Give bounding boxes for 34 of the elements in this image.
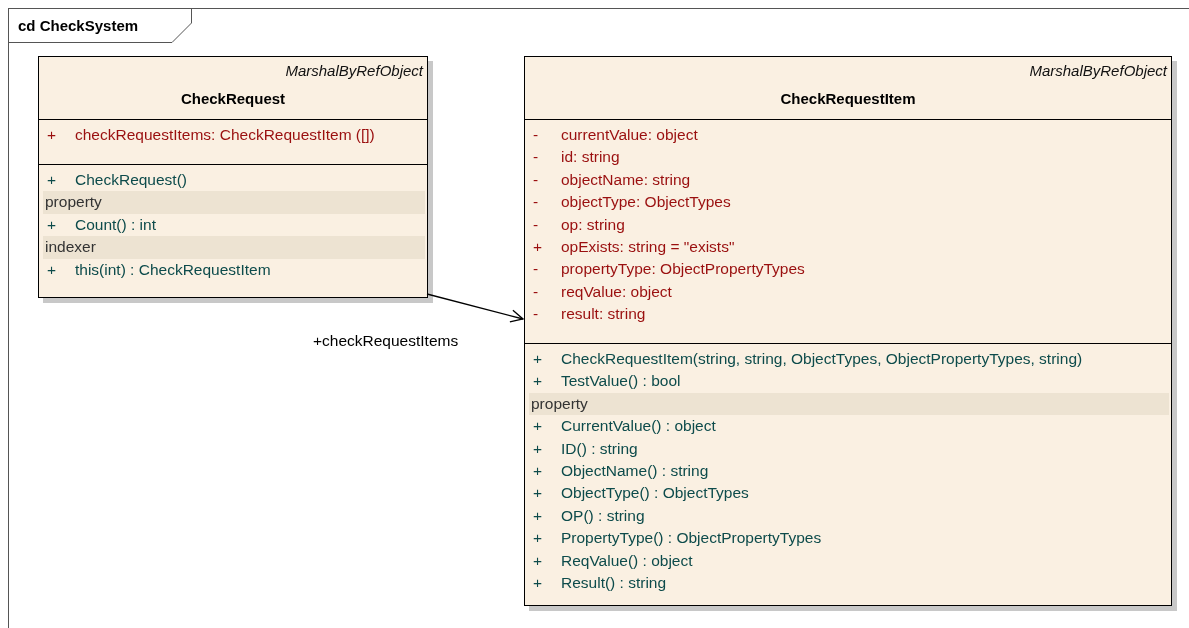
operation-text: + ID() : string xyxy=(532,438,639,459)
association-arrow xyxy=(426,293,524,323)
diagram-frame xyxy=(8,8,1189,628)
operation-text: + ReqValue() : object xyxy=(532,550,694,571)
attribute-text: - currentValue: object xyxy=(532,125,699,145)
attribute-text: - reqValue: object xyxy=(532,281,673,302)
operation-text: + CheckRequest() xyxy=(46,170,188,190)
section-label: property xyxy=(529,392,1169,416)
section-label: indexer xyxy=(43,236,425,259)
attribute-text: - result: string xyxy=(532,304,647,325)
section-label: property xyxy=(43,191,425,214)
operation-text: + CurrentValue() : object xyxy=(532,416,717,437)
operation-text: + PropertyType() : ObjectPropertyTypes xyxy=(532,528,823,549)
operation-text: + ObjectType() : ObjectTypes xyxy=(532,483,750,504)
attribute-text: - id: string xyxy=(532,147,621,168)
operation-text: + CheckRequestItem(string, string, ObjectTypes, ObjectPropertyTypes, string) xyxy=(532,349,1084,369)
operation-text: + this(int) : CheckRequestItem xyxy=(46,259,272,280)
operation-text: + OP() : string xyxy=(532,505,646,526)
edge-label: +checkRequestItems xyxy=(313,332,459,350)
attribute-text: + checkRequestItems: CheckRequestItem ([]) xyxy=(46,125,376,145)
operation-text: + Count() : int xyxy=(46,214,157,235)
attribute-text: - objectType: ObjectTypes xyxy=(532,192,732,213)
operation-text: + TestValue() : bool xyxy=(532,371,682,392)
attribute-text: + opExists: string = "exists" xyxy=(532,236,736,257)
class-name: CheckRequestItem xyxy=(779,90,917,107)
attribute-text: - op: string xyxy=(532,214,626,235)
class-name: CheckRequest xyxy=(179,90,287,107)
frame-title: cd CheckSystem xyxy=(18,17,139,34)
attribute-text: - objectName: string xyxy=(532,169,692,190)
stereotype-label: MarshalByRefObject xyxy=(1029,62,1167,79)
attribute-text: - propertyType: ObjectPropertyTypes xyxy=(532,259,806,280)
stereotype-label: MarshalByRefObject xyxy=(285,62,423,79)
operation-text: + ObjectName() : string xyxy=(532,460,710,481)
operation-text: + Result() : string xyxy=(532,572,668,593)
